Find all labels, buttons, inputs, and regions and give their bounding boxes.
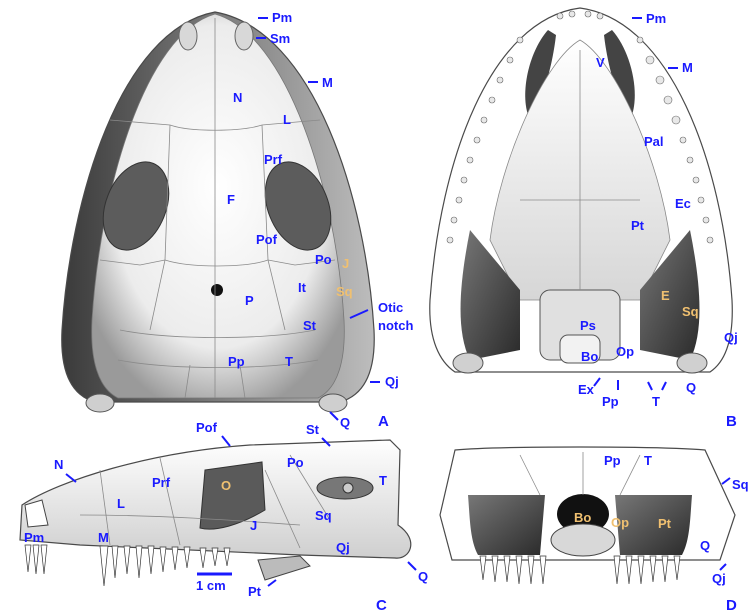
- label-b-bo: Bo: [581, 349, 598, 364]
- label-d-bo: Bo: [574, 510, 591, 525]
- label-b-op: Op: [616, 344, 634, 359]
- label-b-pp: Pp: [602, 394, 619, 409]
- label-c-po: Po: [287, 455, 304, 470]
- label-a-pp: Pp: [228, 354, 245, 369]
- panel-a-dorsal-skull: [62, 12, 374, 412]
- label-b-e: E: [661, 288, 670, 303]
- label-a-sq: Sq: [336, 284, 353, 299]
- label-d-t: T: [644, 453, 652, 468]
- panel-d-letter: D: [726, 597, 737, 614]
- label-d-qj: Qj: [712, 571, 726, 586]
- label-a-m: M: [322, 75, 333, 90]
- panel-c-lateral-skull: [20, 440, 411, 586]
- label-a-f: F: [227, 192, 235, 207]
- label-a-it: It: [298, 280, 307, 295]
- label-b-pt: Pt: [631, 218, 645, 233]
- label-d-sq: Sq: [732, 477, 748, 492]
- panel-c-letter: C: [376, 597, 387, 614]
- label-b-sq: Sq: [682, 304, 699, 319]
- label-c-pt: Pt: [248, 584, 262, 599]
- label-d-op: Op: [611, 515, 629, 530]
- label-c-o: O: [221, 478, 231, 493]
- panel-a-letter: A: [378, 413, 389, 430]
- label-c-st: St: [306, 422, 320, 437]
- label-a-q: Q: [340, 415, 350, 430]
- label-a-pm: Pm: [272, 10, 292, 25]
- label-b-v: V: [596, 55, 605, 70]
- label-d-pp: Pp: [604, 453, 621, 468]
- label-a-l: L: [283, 112, 291, 127]
- label-a-sm: Sm: [270, 31, 290, 46]
- label-c-sq: Sq: [315, 508, 332, 523]
- label-b-pm: Pm: [646, 11, 666, 26]
- label-b-ex: Ex: [578, 382, 595, 397]
- label-c-j: J: [250, 518, 257, 533]
- label-c-l: L: [117, 496, 125, 511]
- label-c-qj: Qj: [336, 540, 350, 555]
- label-c-m: M: [98, 530, 109, 545]
- label-c-q: Q: [418, 569, 428, 584]
- label-a-otic: Otic: [378, 300, 403, 315]
- label-b-qj: Qj: [724, 330, 738, 345]
- label-c-t: T: [379, 473, 387, 488]
- label-d-pt: Pt: [658, 516, 672, 531]
- label-a-j: J: [342, 256, 349, 271]
- label-a-qj: Qj: [385, 374, 399, 389]
- label-b-ps: Ps: [580, 318, 596, 333]
- label-a-pof: Pof: [256, 232, 278, 247]
- label-b-t: T: [652, 394, 660, 409]
- scale-label: 1 cm: [196, 578, 226, 593]
- label-a-otic-notch-2: notch: [378, 318, 413, 333]
- label-b-pal: Pal: [644, 134, 664, 149]
- label-d-q: Q: [700, 538, 710, 553]
- label-a-prf: Prf: [264, 152, 283, 167]
- label-a-st: St: [303, 318, 317, 333]
- label-c-pof: Pof: [196, 420, 218, 435]
- label-c-pm: Pm: [24, 530, 44, 545]
- label-c-prf: Prf: [152, 475, 171, 490]
- label-a-p: P: [245, 293, 254, 308]
- panel-b-letter: B: [726, 413, 737, 430]
- label-a-n: N: [233, 90, 242, 105]
- label-a-po: Po: [315, 252, 332, 267]
- label-a-t: T: [285, 354, 293, 369]
- label-b-m: M: [682, 60, 693, 75]
- label-c-n: N: [54, 457, 63, 472]
- label-b-q: Q: [686, 380, 696, 395]
- label-b-ec: Ec: [675, 196, 691, 211]
